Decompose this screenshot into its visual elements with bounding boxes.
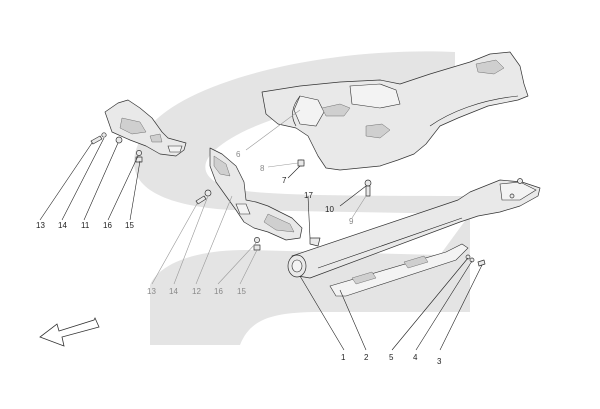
- callout-14-mid: 14: [169, 287, 178, 296]
- arrow-down-left-icon: [39, 317, 100, 347]
- callout-15-left: 15: [125, 221, 134, 230]
- callout-15-mid: 15: [237, 287, 246, 296]
- callout-3: 3: [437, 357, 442, 366]
- callout-16-mid: 16: [214, 287, 223, 296]
- fastener-set-left: [90, 132, 143, 163]
- callout-17: 17: [304, 191, 313, 200]
- callout-13-mid: 13: [147, 287, 156, 296]
- fastener-set-tube: [465, 254, 486, 267]
- callout-16-left: 16: [103, 221, 112, 230]
- callout-12: 12: [192, 287, 201, 296]
- callout-1: 1: [341, 353, 346, 362]
- callout-10: 10: [325, 205, 334, 214]
- callout-7: 7: [282, 176, 287, 185]
- tunnel-heat-shield: [261, 51, 529, 171]
- heat-shield-left: [104, 99, 187, 157]
- callout-11: 11: [81, 221, 90, 230]
- callout-5: 5: [389, 353, 394, 362]
- callout-4: 4: [413, 353, 418, 362]
- callout-8: 8: [260, 164, 265, 173]
- fastener-set-middle: [195, 189, 261, 251]
- callout-9: 9: [349, 217, 354, 226]
- leader-lines: [39, 109, 483, 351]
- heat-shield-middle: [209, 147, 303, 241]
- callout-13-left: 13: [36, 221, 45, 230]
- driveshaft-tube: [287, 178, 541, 279]
- callout-14-left: 14: [58, 221, 67, 230]
- tube-lower-cover: [329, 243, 469, 297]
- callout-2: 2: [364, 353, 369, 362]
- fastener-set-tunnel: [297, 159, 372, 247]
- callout-6: 6: [236, 150, 241, 159]
- callouts: 13 14 11 16 15 13 14 12 16 15 6 8 7 17 1…: [36, 150, 442, 366]
